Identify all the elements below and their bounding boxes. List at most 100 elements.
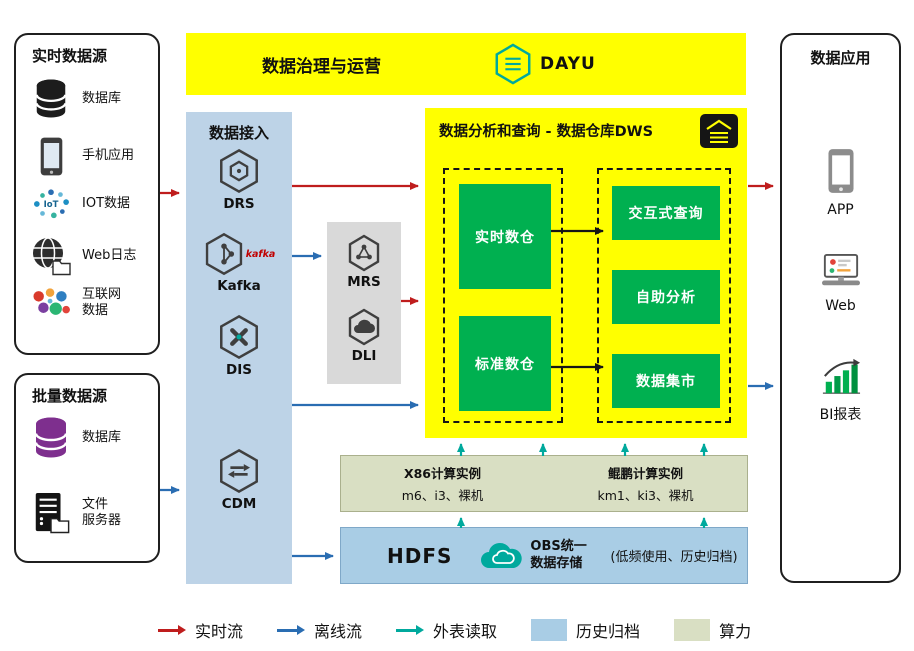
app-item-label: BI报表 xyxy=(819,407,862,423)
applications-title: 数据应用 xyxy=(810,49,871,67)
legend-label: 算力 xyxy=(719,622,752,641)
legend-item-offline: 离线流 xyxy=(277,618,362,642)
source-item-label: 数据库 xyxy=(82,429,122,445)
mrs-hexagon-icon xyxy=(348,234,380,272)
legend-item-archive: 历史归档 xyxy=(531,618,640,642)
legend-label: 历史归档 xyxy=(576,622,641,641)
dws-title: 数据分析和查询 - 数据仓库DWS xyxy=(439,124,654,140)
compute-instances-box: X86计算实例 m6、i3、裸机 鲲鹏计算实例 km1、ki3、裸机 xyxy=(340,455,748,512)
dws-warehouses-group: 实时数仓 标准数仓 xyxy=(443,168,563,423)
source-item-label: 手机应用 xyxy=(82,148,135,164)
legend-label: 实时流 xyxy=(195,622,244,641)
source-item-label: 互联网 数据 xyxy=(82,286,122,318)
dayu-logo-text: DAYU xyxy=(540,54,596,74)
obs-note: (低频使用、历史归档) xyxy=(610,550,738,565)
app-item-web: Web xyxy=(782,253,899,314)
service-label: MRS xyxy=(347,274,381,290)
middleware-box: MRS DLI xyxy=(327,222,401,384)
node-label: 自助分析 xyxy=(636,290,696,306)
governance-banner: 数据治理与运营 DAYU xyxy=(186,33,746,95)
node-label: 数据集市 xyxy=(636,374,696,390)
interactive-query-node: 交互式查询 xyxy=(612,186,720,240)
warehouse-icon xyxy=(700,114,738,148)
service-dli: DLI xyxy=(327,308,401,364)
dli-hexagon-icon xyxy=(348,308,380,346)
drs-hexagon-icon xyxy=(220,149,258,193)
legend-item-external: 外表读取 xyxy=(396,618,497,642)
bi-chart-icon xyxy=(822,358,860,394)
data-applications-panel: 数据应用 APP Web xyxy=(780,33,901,583)
source-item-label: 数据库 xyxy=(82,90,122,106)
iot-icon: IoT xyxy=(28,187,74,221)
app-item-label: APP xyxy=(827,202,854,218)
source-item-weblog: Web日志 xyxy=(28,235,158,277)
offline-flow-arrow-icon xyxy=(277,625,306,635)
source-item-database: 数据库 xyxy=(28,77,158,121)
internet-data-icon xyxy=(28,285,74,321)
banner-title: 数据治理与运营 xyxy=(262,56,381,77)
realtime-sources-title: 实时数据源 xyxy=(32,47,108,65)
service-dis: DIS xyxy=(186,314,292,378)
obs-label: OBS统一 数据存储 xyxy=(530,538,587,571)
realtime-warehouse-node: 实时数仓 xyxy=(459,184,551,289)
data-mart-node: 数据集市 xyxy=(612,354,720,408)
batch-sources-panel: 批量数据源 数据库 文件 服务器 xyxy=(14,373,160,563)
storage-box: HDFS OBS统一 数据存储 (低频使用、历史归档) xyxy=(340,527,748,584)
kafka-hexagon-icon xyxy=(205,233,242,275)
node-label: 实时数仓 xyxy=(475,229,535,246)
dayu-logo-icon xyxy=(495,43,531,85)
x86-compute-block: X86计算实例 m6、i3、裸机 xyxy=(341,456,544,511)
service-drs: DRS xyxy=(186,148,292,212)
service-label: DRS xyxy=(223,196,255,212)
external-read-arrow-icon xyxy=(396,625,425,635)
hdfs-label: HDFS xyxy=(387,543,453,568)
dis-hexagon-icon xyxy=(220,315,258,359)
kunpeng-compute-block: 鲲鹏计算实例 km1、ki3、裸机 xyxy=(544,456,747,511)
data-ingestion-column: 数据接入 DRS kafka Kafka xyxy=(186,112,292,584)
obs-cloud-icon xyxy=(481,542,523,568)
source-item-label: IOT数据 xyxy=(82,195,131,211)
source-item-internet: 互联网 数据 xyxy=(28,285,158,321)
legend-label: 离线流 xyxy=(314,622,363,641)
realtime-sources-panel: 实时数据源 数据库 手机应用 xyxy=(14,33,160,355)
x86-title: X86计算实例 xyxy=(403,466,482,481)
standard-warehouse-node: 标准数仓 xyxy=(459,316,551,411)
web-monitor-icon xyxy=(821,253,860,286)
kafka-wordmark: kafka xyxy=(245,248,276,260)
self-service-analysis-node: 自助分析 xyxy=(612,270,720,324)
dws-analytics-group: 交互式查询 自助分析 数据集市 xyxy=(597,168,731,423)
database-icon xyxy=(28,77,74,121)
source-item-label: Web日志 xyxy=(82,247,137,263)
source-item-fileserver: 文件 服务器 xyxy=(28,491,158,535)
archive-swatch xyxy=(531,619,568,641)
dws-box: 数据分析和查询 - 数据仓库DWS 实时数仓 标准数仓 交互式查询 自助分析 xyxy=(425,108,747,438)
realtime-flow-arrow-icon xyxy=(158,625,186,635)
batch-sources-title: 批量数据源 xyxy=(32,387,108,405)
service-label: CDM xyxy=(221,496,257,512)
node-label: 标准数仓 xyxy=(475,356,535,373)
legend-label: 外表读取 xyxy=(433,622,498,641)
service-kafka: kafka Kafka xyxy=(186,232,292,294)
legend-item-realtime: 实时流 xyxy=(158,618,243,642)
node-label: 交互式查询 xyxy=(628,206,704,222)
service-label: DIS xyxy=(226,362,252,378)
legend: 实时流 离线流 外表读取 历史归档 算力 xyxy=(158,612,751,648)
app-item-app: APP xyxy=(782,147,899,218)
ingestion-title: 数据接入 xyxy=(208,124,269,142)
cdm-hexagon-icon xyxy=(220,449,258,493)
service-cdm: CDM xyxy=(186,448,292,512)
compute-swatch xyxy=(674,619,711,641)
app-item-bi: BI报表 xyxy=(782,357,899,424)
x86-detail: m6、i3、裸机 xyxy=(401,488,484,503)
kunpeng-detail: km1、ki3、裸机 xyxy=(597,488,694,503)
web-log-globe-icon xyxy=(28,235,74,277)
database-purple-icon xyxy=(28,415,74,461)
svg-text:IoT: IoT xyxy=(44,200,59,210)
dayu-logo: DAYU xyxy=(493,43,596,85)
service-label: DLI xyxy=(351,348,377,364)
kunpeng-title: 鲲鹏计算实例 xyxy=(607,466,683,481)
file-server-icon xyxy=(28,491,74,535)
app-phone-icon xyxy=(827,149,854,193)
source-item-mobile: 手机应用 xyxy=(28,135,158,178)
